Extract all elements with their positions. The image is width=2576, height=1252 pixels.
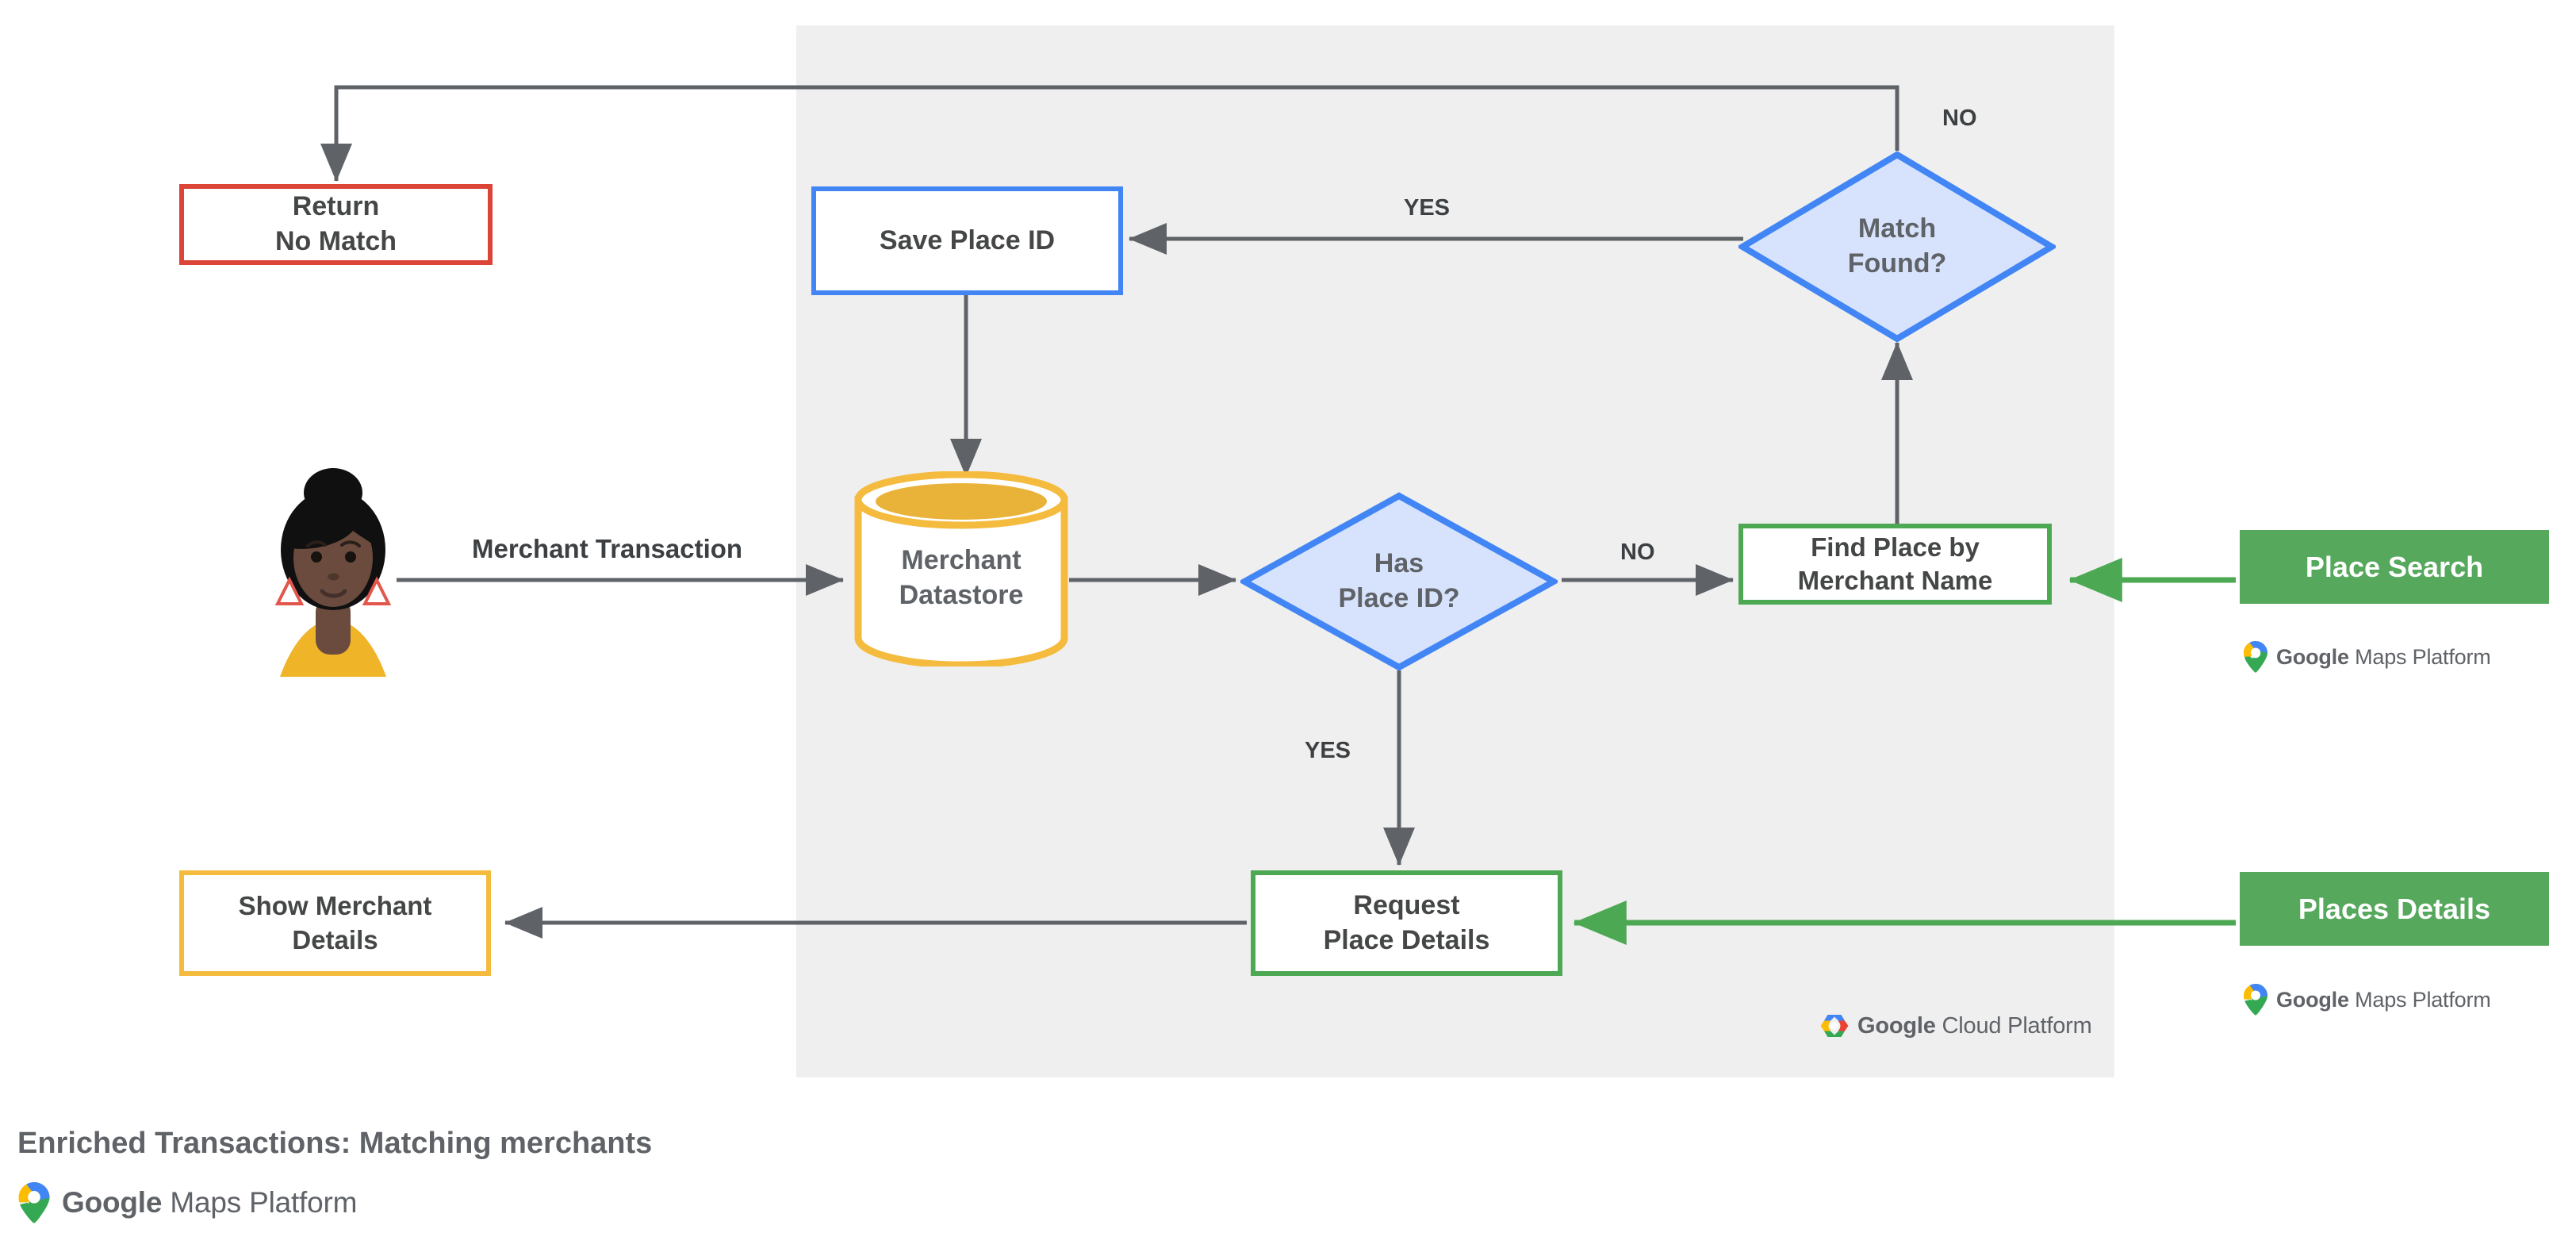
node-match-found-label: Match Found? (1847, 213, 1947, 278)
edge-label-merchant-transaction: Merchant Transaction (472, 534, 743, 563)
node-find-place-by-merchant-name[interactable]: Find Place by Merchant Name (1738, 524, 2052, 605)
node-request-place-details[interactable]: Request Place Details (1251, 870, 1562, 976)
maps-platform-logo-text: Google Maps Platform (2276, 988, 2491, 1012)
chip-places-details[interactable]: Places Details (2240, 872, 2549, 946)
maps-platform-logo-place-search: Google Maps Platform (2243, 641, 2491, 673)
logo-suffix: Maps Platform (162, 1186, 358, 1219)
google-maps-pin-icon (2244, 984, 2267, 1016)
logo-brand: Google (62, 1186, 163, 1219)
google-maps-pin-icon (18, 1182, 50, 1223)
maps-platform-logo-text: Google Maps Platform (62, 1186, 357, 1219)
edge-label-has-place-id-no: NO (1620, 540, 1655, 565)
maps-platform-logo-places-details: Google Maps Platform (2243, 984, 2491, 1016)
logo-suffix: Maps Platform (2348, 644, 2491, 669)
node-return-no-match[interactable]: Return No Match (179, 184, 493, 265)
logo-brand: Google (2276, 987, 2349, 1012)
node-match-found[interactable]: Match Found? (1738, 151, 2056, 343)
logo-brand: Google (1857, 1012, 1936, 1039)
page-title: Enriched Transactions: Matching merchant… (17, 1127, 653, 1160)
edge-label-match-found-yes: YES (1404, 195, 1451, 221)
maps-platform-logo-text: Google Maps Platform (2276, 645, 2491, 670)
edge-label-has-place-id-yes: YES (1305, 738, 1351, 763)
google-cloud-hexagon-icon (1820, 1015, 1849, 1037)
node-has-place-id-label: Has Place ID? (1338, 548, 1460, 613)
cylinder-shape (854, 471, 1068, 666)
chip-place-search[interactable]: Place Search (2240, 530, 2549, 604)
edge-label-match-found-no: NO (1942, 106, 1977, 131)
cloud-platform-logo-text: Google Cloud Platform (1857, 1013, 2092, 1039)
node-save-place-id[interactable]: Save Place ID (811, 186, 1123, 295)
google-cloud-platform-logo: Google Cloud Platform (1819, 1012, 2092, 1040)
node-merchant-datastore-label: Merchant Datastore (899, 545, 1024, 610)
logo-brand: Google (2276, 644, 2349, 669)
diamond-shape (1240, 492, 1558, 671)
logo-suffix: Cloud Platform (1935, 1012, 2092, 1039)
maps-platform-logo-footer: Google Maps Platform (17, 1182, 357, 1223)
node-show-merchant-details[interactable]: Show Merchant Details (179, 870, 491, 976)
node-merchant-datastore[interactable]: Merchant Datastore (854, 471, 1068, 666)
merchant-customer-avatar (266, 464, 401, 678)
diamond-shape (1738, 151, 2056, 343)
logo-suffix: Maps Platform (2348, 987, 2491, 1012)
node-has-place-id[interactable]: Has Place ID? (1240, 492, 1558, 671)
google-maps-pin-icon (2244, 641, 2267, 673)
